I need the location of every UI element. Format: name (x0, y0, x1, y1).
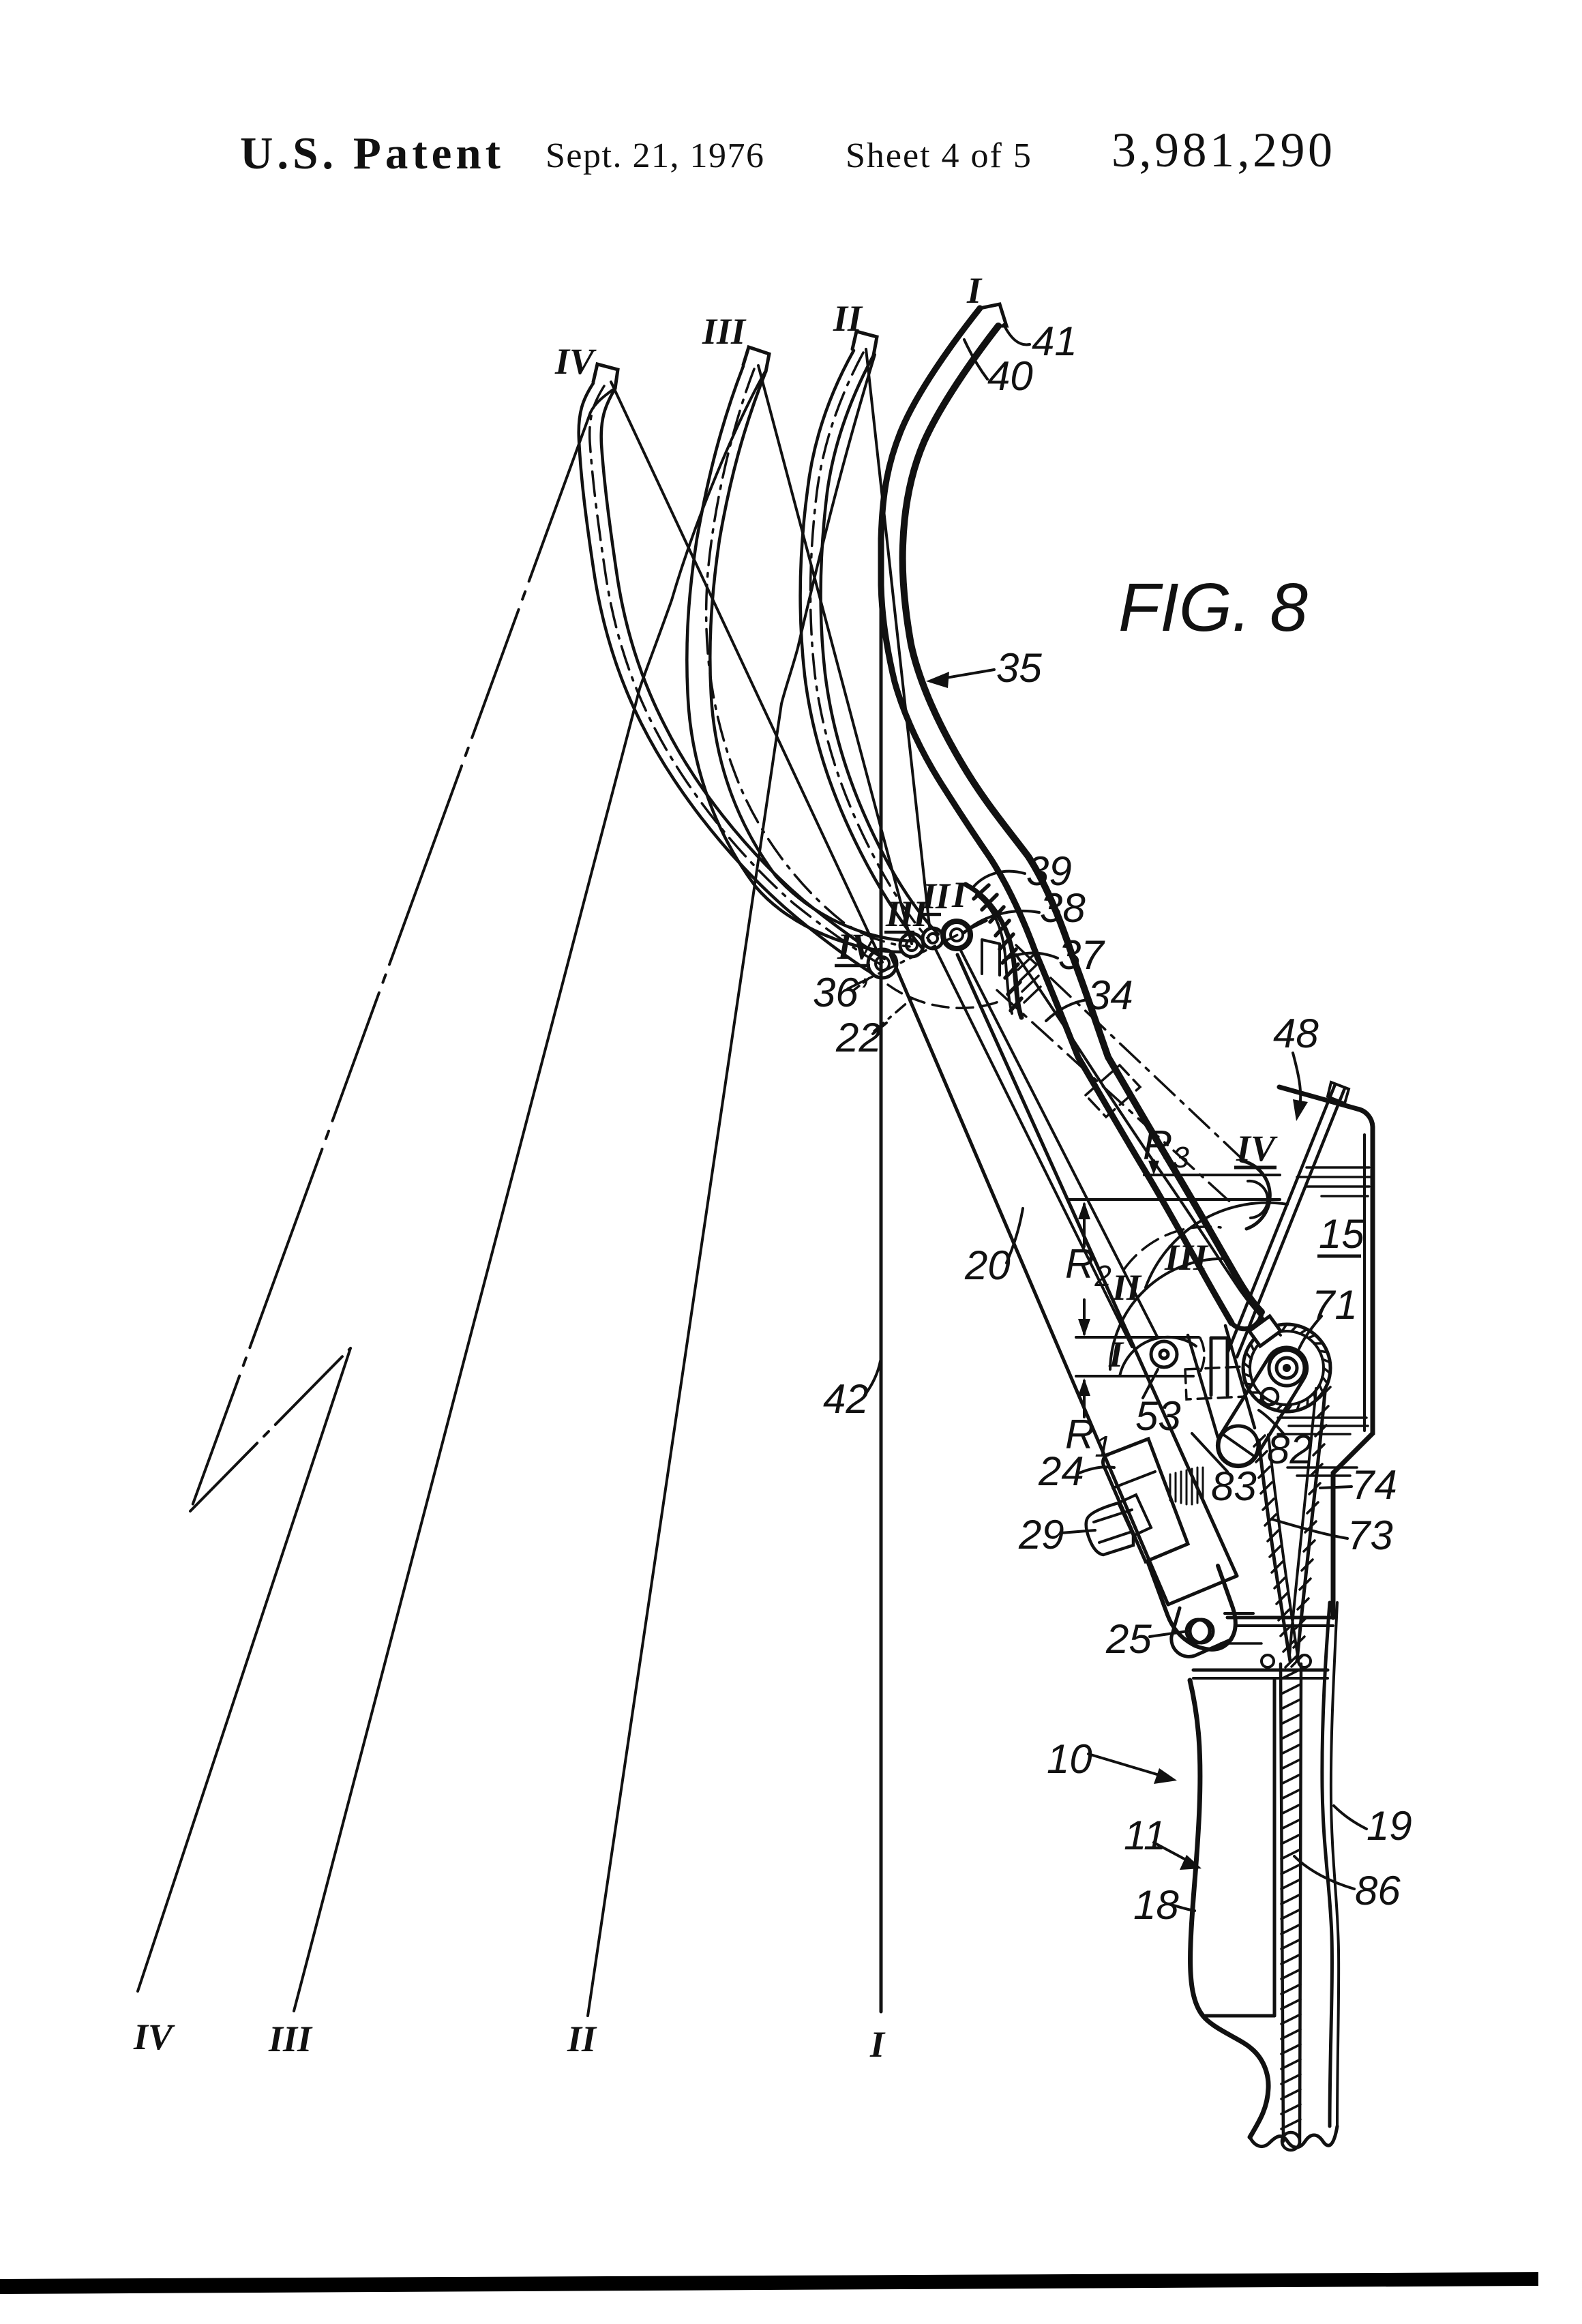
svg-text:IV: IV (1236, 1128, 1278, 1169)
svg-text:I: I (1108, 1334, 1124, 1375)
svg-text:25: 25 (1105, 1616, 1152, 1662)
svg-text:74: 74 (1352, 1462, 1397, 1508)
svg-text:II: II (567, 2018, 597, 2059)
svg-text:73: 73 (1347, 1513, 1393, 1558)
svg-text:I: I (966, 270, 983, 311)
svg-text:71: 71 (1312, 1282, 1358, 1328)
svg-text:III: III (702, 311, 747, 352)
svg-text:19: 19 (1367, 1803, 1412, 1849)
svg-text:FIG. 8: FIG. 8 (1118, 569, 1308, 646)
svg-text:IV: IV (837, 926, 878, 967)
svg-text:36’: 36’ (813, 970, 869, 1015)
svg-text:83: 83 (1211, 1463, 1257, 1509)
svg-text:IV: IV (133, 2016, 175, 2057)
svg-text:42: 42 (823, 1376, 869, 1422)
svg-text:48: 48 (1273, 1011, 1319, 1056)
svg-text:II: II (1111, 1267, 1142, 1308)
svg-text:41: 41 (1032, 318, 1077, 364)
svg-text:22: 22 (835, 1015, 882, 1060)
svg-text:Sheet 4 of 5: Sheet 4 of 5 (846, 136, 1032, 175)
svg-text:U.S. Patent: U.S. Patent (240, 128, 505, 179)
svg-text:3,981,290: 3,981,290 (1111, 123, 1336, 177)
svg-text:20: 20 (964, 1242, 1011, 1288)
svg-text:15: 15 (1319, 1211, 1364, 1257)
svg-text:39: 39 (1026, 848, 1072, 894)
svg-text:IV: IV (554, 341, 597, 382)
svg-text:Sept. 21, 1976: Sept. 21, 1976 (546, 136, 764, 175)
svg-text:II: II (833, 298, 863, 339)
svg-text:29: 29 (1018, 1512, 1064, 1558)
svg-text:82: 82 (1267, 1427, 1313, 1472)
svg-text:II: II (921, 876, 951, 917)
svg-text:35: 35 (996, 645, 1042, 691)
svg-text:53: 53 (1135, 1393, 1181, 1439)
svg-text:34: 34 (1088, 972, 1133, 1018)
svg-text:40: 40 (987, 353, 1033, 399)
svg-text:18: 18 (1133, 1882, 1179, 1928)
svg-text:86: 86 (1355, 1868, 1401, 1913)
svg-text:10: 10 (1047, 1736, 1092, 1782)
svg-text:38: 38 (1040, 885, 1086, 931)
svg-text:11: 11 (1124, 1813, 1166, 1858)
svg-text:III: III (268, 2018, 313, 2059)
svg-text:III: III (1164, 1237, 1209, 1278)
svg-text:24: 24 (1038, 1448, 1084, 1494)
svg-text:I: I (869, 2024, 886, 2065)
svg-text:37: 37 (1058, 932, 1105, 978)
svg-text:I: I (951, 874, 968, 915)
